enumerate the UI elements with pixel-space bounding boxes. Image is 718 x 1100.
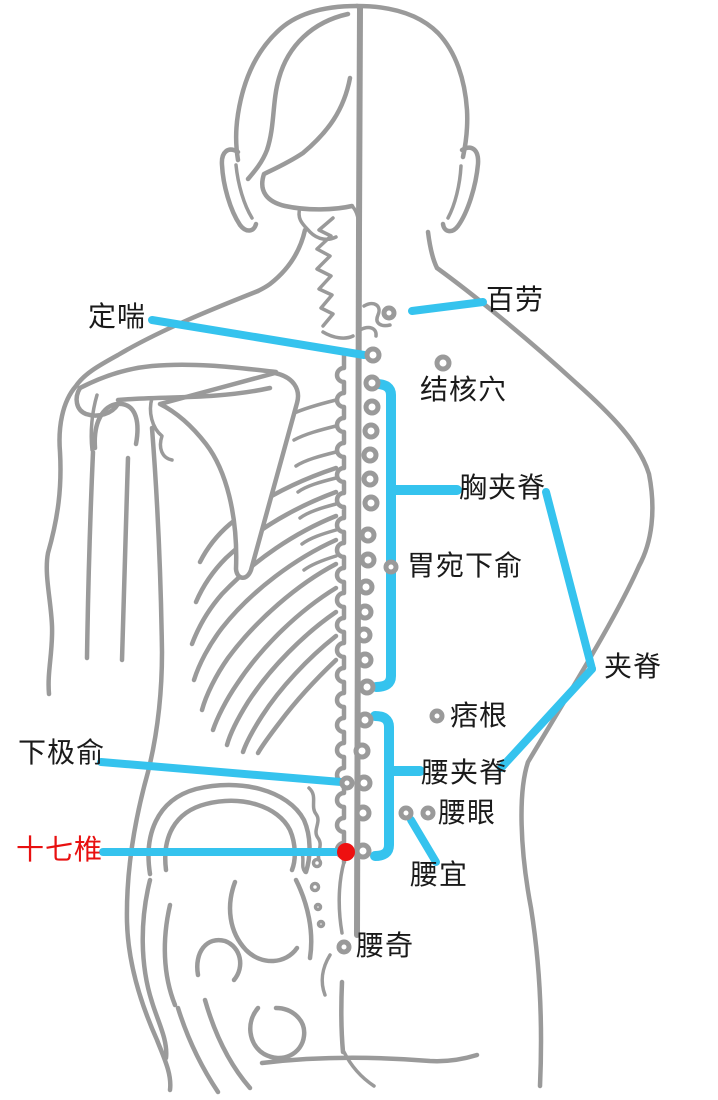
acupoint-dots: [309, 305, 452, 955]
jiaji-spine-dot: [356, 651, 374, 669]
jiaji-spine-dot: [356, 603, 374, 621]
label-yaoqi: 腰奇: [356, 930, 415, 961]
jiaji-spine-dot: [361, 470, 379, 488]
bailao-line: [408, 298, 487, 315]
label-dingchuan: 定喘: [88, 301, 147, 332]
jiaji-line-upper: [542, 488, 596, 673]
jiaji-brackets: [370, 379, 462, 861]
jiaji-spine-dot: [357, 578, 375, 596]
label-yaojiaji: 腰夹脊: [421, 757, 509, 788]
shiqizhui-point: [337, 843, 355, 861]
label-bailao: 百劳: [486, 284, 545, 315]
jiaji-spine-dot: [362, 494, 380, 512]
jiaji-spine-dot: [354, 804, 372, 822]
jiaji-spine-dot: [361, 446, 379, 464]
jiaji-spine-dot: [358, 678, 376, 696]
jiehexue-point: [434, 354, 452, 372]
jiaji-spine-dot: [356, 711, 374, 729]
xiajishu-line: [97, 758, 345, 786]
sacral-dot: [316, 919, 326, 929]
leader-lines: [97, 298, 596, 866]
torso-outline-art: [44, 265, 655, 1093]
jiaji-spine-dot: [359, 551, 377, 569]
jiaji-spine-dot: [364, 346, 382, 364]
sacral-dot: [313, 902, 323, 912]
yaoyi-line: [407, 816, 440, 866]
jiaji-spine-dot: [363, 398, 381, 416]
yaoyi-point: [398, 805, 414, 821]
weiwanxiashu-point: [383, 559, 399, 575]
label-jiehexue: 结核穴: [420, 374, 508, 405]
jiaji-spine-dot: [353, 742, 371, 760]
bailao-point: [381, 305, 397, 321]
lumbar-jiaji-bracket: [370, 711, 425, 861]
thoracic-jiaji-bracket: [371, 379, 462, 692]
jiaji-spine-dot: [354, 842, 372, 860]
label-yaoyan: 腰眼: [438, 797, 497, 828]
yaoqi-point: [336, 939, 352, 955]
label-pigen: 痞根: [450, 700, 509, 731]
jiaji-spine-dot: [362, 422, 380, 440]
xiajishu-point: [339, 775, 355, 791]
label-xiajishu: 下极俞: [18, 737, 106, 768]
jiaji-spine-dot: [355, 626, 373, 644]
label-yaoyi: 腰宜: [410, 859, 469, 890]
jiaji-spine-dot: [363, 374, 381, 392]
label-xiongjiaji: 胸夹脊: [459, 472, 547, 503]
jiaji-spine-dot: [359, 526, 377, 544]
jiaji-line-lower: [497, 665, 596, 772]
pelvis-art: [140, 782, 480, 1095]
scapula-and-ribs-art: [74, 362, 339, 756]
label-weiwanxiashu: 胃宛下俞: [407, 550, 524, 581]
dingchuan-line: [148, 316, 368, 359]
pigen-point: [429, 708, 445, 724]
sacral-dot: [311, 857, 323, 869]
label-jiaji: 夹脊: [604, 651, 663, 682]
label-shiqizhui: 十七椎: [16, 834, 104, 865]
jiaji-spine-dot: [355, 774, 373, 792]
yaoyan-point: [420, 805, 436, 821]
head-art: [219, 3, 481, 242]
spine-art: [334, 5, 363, 938]
sacral-dot: [309, 881, 321, 893]
neck-art: [255, 216, 440, 340]
